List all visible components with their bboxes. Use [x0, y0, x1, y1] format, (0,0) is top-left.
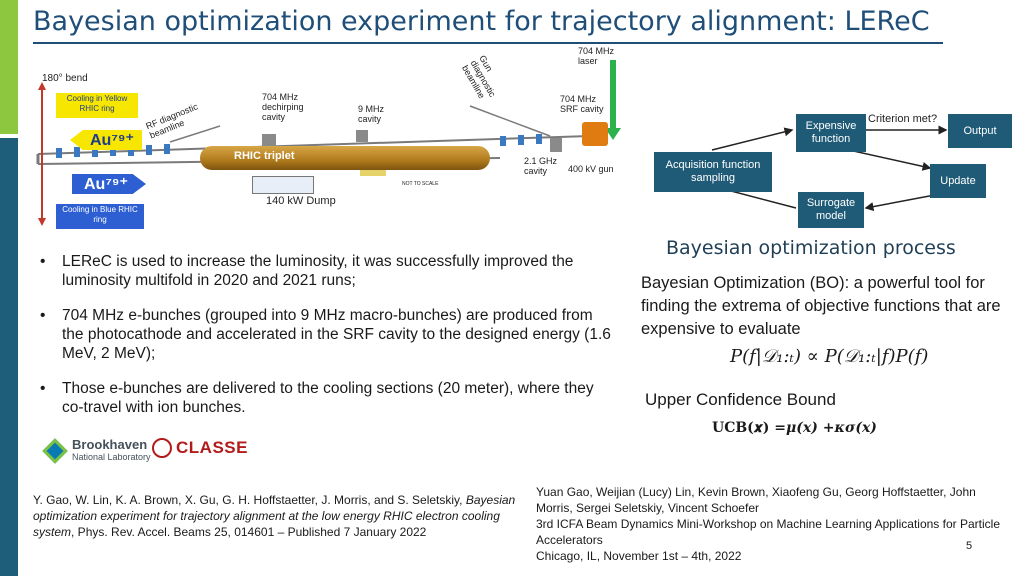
beamline-drawing — [36, 82, 591, 226]
ref-journal: , Phys. Rev. Accel. Beams 25, 014601 – P… — [71, 525, 427, 539]
dechirping-label: 704 MHz dechirping cavity — [262, 92, 304, 122]
bayes-equation: P(f|𝒟₁:ₜ) ∝ P(𝒟₁:ₜ|f)P(f) — [730, 346, 929, 367]
ref-paper-title: Bayesian optimization experiment for tra… — [33, 493, 516, 539]
paper-reference: Y. Gao, W. Lin, K. A. Brown, X. Gu, G. H… — [33, 492, 523, 540]
laser-beam — [610, 60, 616, 134]
dump-box — [252, 176, 314, 194]
gun-400kv-label: 400 kV gun — [568, 164, 614, 174]
rhic-triplet-label: RHIC triplet — [234, 150, 295, 162]
slide-title: Bayesian optimization experiment for tra… — [33, 6, 930, 37]
accent-bar-blue — [0, 138, 18, 576]
output-box: Output — [948, 114, 1012, 148]
laser-label: 704 MHz laser — [578, 46, 615, 66]
ucb-plus: + — [817, 420, 835, 436]
bullet-item: Those e-bunches are delivered to the coo… — [36, 379, 616, 417]
cavity-9mhz-label: 9 MHz cavity — [358, 104, 385, 124]
ucb-kappa-sigma: 𝜿𝝈(𝒙) — [834, 420, 877, 436]
laser-arrow-icon — [605, 128, 621, 140]
brookhaven-mark-icon — [42, 438, 68, 464]
title-underline — [33, 42, 943, 44]
bo-flowchart: Expensive function Criterion met? Output… — [640, 108, 1020, 228]
au-yellow-arrow: Au⁷⁹⁺ — [70, 130, 142, 150]
criterion-label: Criterion met? — [868, 113, 938, 125]
workshop-location: Chicago, IL, November 1st – 4th, 2022 — [536, 549, 742, 563]
electron-gun — [582, 122, 608, 146]
ref-authors: Y. Gao, W. Lin, K. A. Brown, X. Gu, G. H… — [33, 493, 463, 507]
bo-description: Bayesian Optimization (BO): a powerful t… — [641, 274, 1001, 338]
acquisition-box: Acquisition function sampling — [654, 152, 772, 192]
bnl-sub: National Laboratory — [72, 452, 151, 462]
classe-logo: CLASSE — [152, 438, 248, 458]
bend-label: 180° bend — [42, 73, 88, 84]
surrogate-box: Surrogate model — [798, 192, 864, 228]
lerec-beamline-diagram: 180° bend Cooling in Yellow RHIC ring Au… — [30, 46, 630, 232]
ucb-mu: 𝝁(𝒙) — [786, 420, 818, 436]
bullet-item: LEReC is used to increase the luminosity… — [36, 252, 616, 290]
cooling-blue-box: Cooling in Blue RHIC ring — [56, 204, 144, 229]
rhic-triplet — [200, 146, 490, 170]
ucb-equation: UCB(𝒙) =𝝁(𝒙) +𝜿𝝈(𝒙) — [712, 420, 877, 436]
not-to-scale-label: NOT TO SCALE — [402, 181, 439, 187]
ucb-title: Upper Confidence Bound — [645, 390, 836, 409]
update-box: Update — [930, 164, 986, 198]
cornell-seal-icon — [152, 438, 172, 458]
accent-bar-green — [0, 0, 18, 134]
cavity-21ghz-label: 2.1 GHz cavity — [524, 156, 558, 176]
au-blue-arrow: Au⁷⁹⁺ — [72, 174, 146, 194]
classe-name: CLASSE — [176, 438, 248, 457]
bullet-item: 704 MHz e-bunches (grouped into 9 MHz ma… — [36, 306, 616, 363]
cooling-yellow-box: Cooling in Yellow RHIC ring — [56, 93, 138, 118]
ucb-lhs: UCB(𝒙) = — [712, 420, 787, 436]
flowchart-caption: Bayesian optimization process — [666, 237, 956, 259]
bullet-list: LEReC is used to increase the luminosity… — [36, 252, 616, 433]
expensive-function-box: Expensive function — [796, 114, 866, 152]
workshop-reference: Yuan Gao, Weijian (Lucy) Lin, Kevin Brow… — [536, 484, 1006, 564]
dump-label: 140 kW Dump — [266, 195, 336, 207]
bnl-name: Brookhaven — [72, 437, 148, 452]
page-number: 5 — [966, 540, 973, 552]
srf-cavity-label: 704 MHz SRF cavity — [560, 94, 604, 114]
workshop-authors: Yuan Gao, Weijian (Lucy) Lin, Kevin Brow… — [536, 485, 976, 515]
workshop-name: 3rd ICFA Beam Dynamics Mini-Workshop on … — [536, 517, 1000, 547]
